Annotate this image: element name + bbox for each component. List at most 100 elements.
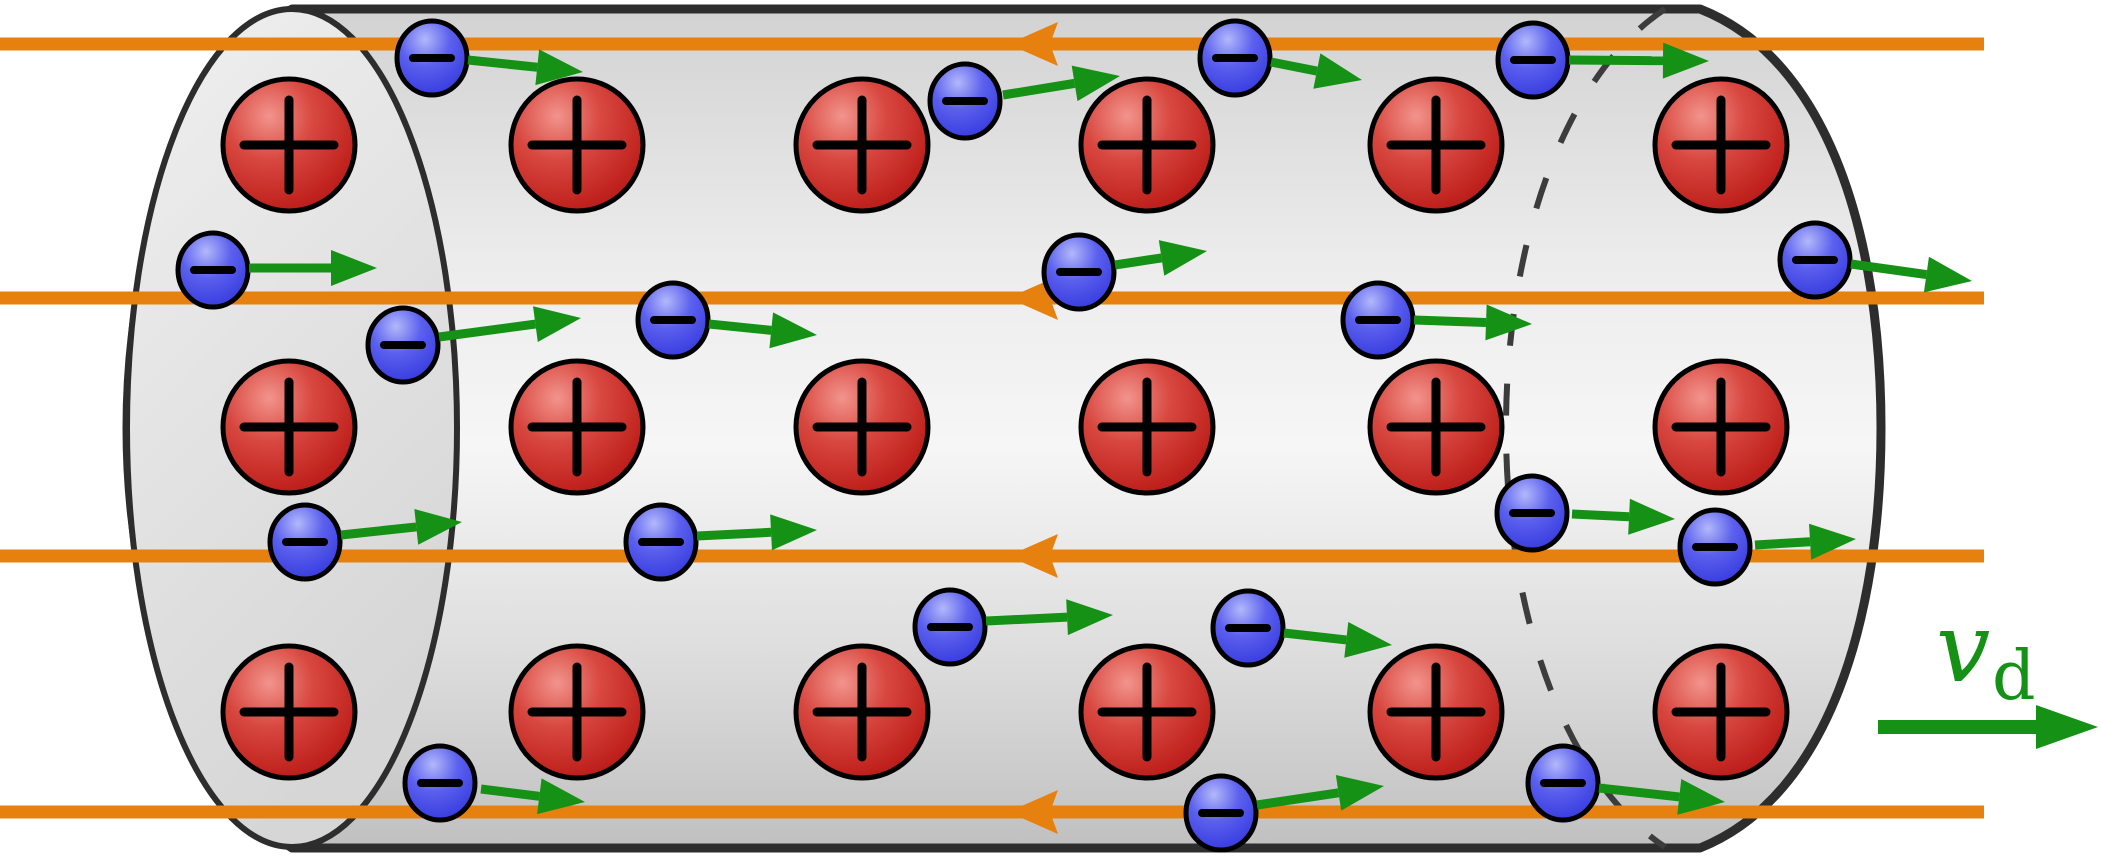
arrow-head [1485,304,1532,341]
arrow-head [1662,42,1709,79]
positive-ion [220,358,358,496]
electron [623,502,699,582]
arrow-head [1158,240,1207,276]
positive-ion [1078,76,1216,214]
electron-velocity-arrow [1114,240,1207,276]
arrow-shaft [1598,783,1680,802]
electron [912,587,988,667]
electron [1210,588,1286,668]
positive-ion [793,76,931,214]
arrow-head [1809,523,1856,560]
arrow-head [1628,498,1675,535]
electron-velocity-arrows-group [249,42,1972,815]
positive-ion [1367,643,1505,781]
positive-ion [1367,358,1505,496]
electron [365,305,441,385]
electron [1183,773,1259,853]
electron [1340,280,1416,360]
electron-velocity-arrow [1283,622,1392,658]
arrow-head [533,306,581,342]
arrow-head [331,250,377,286]
electron-velocity-arrow [438,306,581,342]
arrow-shaft [1283,628,1347,645]
electron [1677,507,1753,587]
electron [402,743,478,823]
electron-velocity-arrow [1413,304,1532,341]
electron-velocity-arrow [1256,775,1384,811]
arrow-shaft [1850,259,1928,280]
electron [175,230,251,310]
electron [1777,220,1853,300]
electron-velocity-arrow [1754,523,1856,560]
positive-ion [1078,643,1216,781]
arrow-head [1071,65,1120,102]
arrow-shaft [1754,537,1811,550]
current-direction-arrowhead [1008,22,1058,66]
arrow-head [769,312,817,349]
electron [394,18,470,98]
drift-velocity-subscript: d [1992,637,2036,716]
arrow-head [1335,775,1384,811]
positive-ion [793,358,931,496]
arrow-shaft [480,784,540,801]
arrow-head [1923,256,1972,293]
arrow-shaft [1413,315,1487,327]
arrow-head [1313,53,1362,89]
arrow-shaft [1571,509,1630,522]
arrow-shaft [1002,78,1076,100]
arrow-shaft [1256,788,1340,810]
arrow-shaft [467,55,538,72]
arrow-head [1344,622,1392,658]
electron-velocity-arrow [480,778,585,815]
drift-velocity-arrow [1878,705,2098,749]
arrow-shaft [696,527,772,541]
positive-ion [1367,76,1505,214]
electron-velocity-arrow [1598,779,1725,815]
electron [1041,232,1117,312]
positive-ion [1652,358,1790,496]
drift-velocity-label: vd [1936,592,2036,716]
electron [1494,473,1570,553]
electron-velocity-arrow [1002,65,1120,102]
arrow-head [770,514,817,551]
electron-velocity-arrow [1270,53,1362,89]
positive-ion [1652,76,1790,214]
positive-ion [220,76,358,214]
electron [1525,743,1601,823]
electron-velocity-arrow [1850,256,1972,293]
positive-ion [508,76,646,214]
arrow-shaft [985,612,1068,626]
electron-velocity-arrow [249,250,377,286]
arrow-shaft [1114,253,1163,270]
positive-ion [508,643,646,781]
arrow-shaft [438,319,537,342]
electron-velocity-arrow [985,599,1113,636]
positive-ion [793,643,931,781]
ions-group [220,76,1790,781]
electron-velocity-arrow [1568,42,1709,79]
drift-velocity-symbol: v [1936,592,1990,704]
electron-velocity-arrow [467,49,583,86]
arrow-shaft [340,522,417,540]
positive-ion [508,358,646,496]
arrow-head [414,509,462,545]
electron-velocity-arrow [708,312,817,349]
arrow-head [535,49,583,86]
electron-velocity-arrow [696,514,817,551]
electron [267,502,343,582]
electron-velocity-arrow [340,509,462,545]
arrow-head [537,778,585,815]
arrow-head [1066,599,1113,636]
arrow-shaft [1568,55,1664,66]
arrow-head [1677,779,1725,815]
current-direction-arrowhead [1008,534,1058,578]
electrons-group [175,18,1853,853]
positive-ion [220,643,358,781]
positive-ion [1652,643,1790,781]
electron-velocity-arrow [1571,498,1675,535]
electron [927,61,1003,141]
arrow-head [2036,705,2098,749]
electron [1495,20,1571,100]
